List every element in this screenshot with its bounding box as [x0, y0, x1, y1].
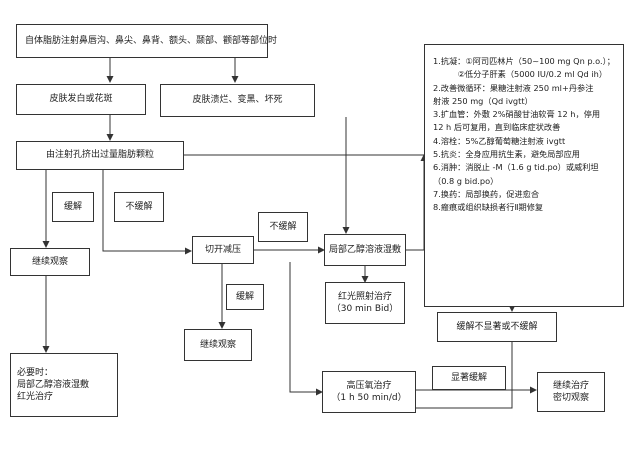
whitening-text: 皮肤发白或花斑 — [49, 94, 113, 105]
treatment-step: 4.溶栓：5%乙醇葡萄糖注射液 ivgtt — [433, 135, 566, 146]
trigger-box: 自体脂肪注射鼻唇沟、鼻尖、鼻背、额头、颞部、颧部等部位时 — [16, 24, 277, 58]
necrosis-box: 皮肤溃烂、变黑、坏死 — [160, 84, 315, 117]
incision-box: 切开减压 — [192, 236, 254, 264]
treatment-step: 8.瘢痕或组织缺损者行Ⅱ期修复 — [433, 202, 544, 213]
not-relieved-note-text: 缓解不显著或不缓解 — [456, 321, 538, 332]
continue-treatment-text: 继续治疗 — [552, 380, 589, 391]
treatment-step: 7.换药：局部换药，促进愈合 — [433, 188, 540, 199]
edge-label-not-relieved-1: 不缓解 — [114, 192, 164, 222]
close-observation-text: 密切观察 — [552, 393, 589, 403]
not-relieved-note-box: 缓解不显著或不缓解 — [437, 312, 557, 342]
if-needed-item-2: 红光治疗 — [17, 392, 54, 403]
red-light-dose: （30 min Bid） — [331, 304, 399, 314]
edge-label-relieved-2: 缓解 — [226, 284, 264, 310]
treatment-step: 6.消肿：消脱止 -M（1.6 g tid.po）或威利坦 — [433, 162, 599, 173]
observe-left-box: 继续观察 — [10, 248, 90, 276]
treatment-steps-list: 1.抗凝：①阿司匹林片（50~100 mg Qn p.o.）； ②低分子肝素（5… — [425, 45, 623, 214]
significant-relief-text: 显著缓解 — [450, 372, 487, 383]
treatment-step: 3.扩血管：外敷 2%硝酸甘油软膏 12 h，停用 — [433, 109, 601, 120]
edge-label-not-relieved-1-text: 不缓解 — [125, 201, 153, 212]
hyperbaric-box: 高压氧治疗 （1 h 50 min/d） — [322, 371, 416, 413]
edge-label-relieved-2-text: 缓解 — [235, 291, 254, 302]
edge-label-relieved-1-text: 缓解 — [63, 201, 82, 212]
treatment-plan-box: 1.抗凝：①阿司匹林片（50~100 mg Qn p.o.）； ②低分子肝素（5… — [424, 44, 624, 307]
treatment-step: 12 h 后可复用，直到临床症状改善 — [433, 122, 561, 133]
observe-left-text: 继续观察 — [31, 256, 68, 267]
edge-label-relieved-1: 缓解 — [52, 192, 94, 222]
red-light-text: 红光照射治疗 — [337, 291, 392, 302]
observe-mid-text: 继续观察 — [199, 339, 236, 350]
red-light-box: 红光照射治疗 （30 min Bid） — [325, 282, 405, 324]
edge-label-not-relieved-2-text: 不缓解 — [269, 221, 297, 232]
whitening-box: 皮肤发白或花斑 — [16, 84, 146, 115]
hyperbaric-dose: （1 h 50 min/d） — [331, 393, 407, 403]
if-needed-box: 必要时： 局部乙醇溶液湿敷 红光治疗 — [10, 353, 118, 417]
incision-text: 切开减压 — [204, 244, 241, 255]
significant-relief-box: 显著缓解 — [432, 366, 506, 390]
continue-treatment-box: 继续治疗 密切观察 — [537, 372, 605, 412]
hyaluronidase-box: 局部乙醇溶液湿敷 — [324, 234, 406, 266]
trigger-text: 自体脂肪注射鼻唇沟、鼻尖、鼻背、额头、颞部、颧部等部位时 — [25, 35, 278, 46]
treatment-step: 2.改善微循环：果糖注射液 250 ml+丹参注 — [433, 82, 594, 93]
hyaluronidase-text: 局部乙醇溶液湿敷 — [328, 244, 401, 255]
if-needed-title: 必要时： — [17, 367, 54, 378]
treatment-step: ②低分子肝素（5000 IU/0.2 ml Qd ih） — [433, 69, 608, 80]
treatment-step: （0.8 g bid.po） — [433, 175, 499, 186]
treatment-step: 射液 250 mg（Qd ivgtt） — [433, 95, 533, 106]
hyperbaric-text: 高压氧治疗 — [346, 380, 392, 391]
treatment-step: 1.抗凝：①阿司匹林片（50~100 mg Qn p.o.）； — [433, 56, 615, 66]
treatment-step: 5.抗炎：全身应用抗生素，避免局部应用 — [433, 148, 580, 159]
if-needed-item-1: 局部乙醇溶液湿敷 — [17, 379, 90, 390]
edge-label-not-relieved-2: 不缓解 — [258, 212, 308, 242]
necrosis-text: 皮肤溃烂、变黑、坏死 — [192, 95, 283, 106]
fat-extrusion-text: 由注射孔挤出过量脂肪颗粒 — [45, 150, 154, 161]
fat-extrusion-box: 由注射孔挤出过量脂肪颗粒 — [16, 141, 184, 170]
observe-mid-box: 继续观察 — [184, 329, 252, 361]
